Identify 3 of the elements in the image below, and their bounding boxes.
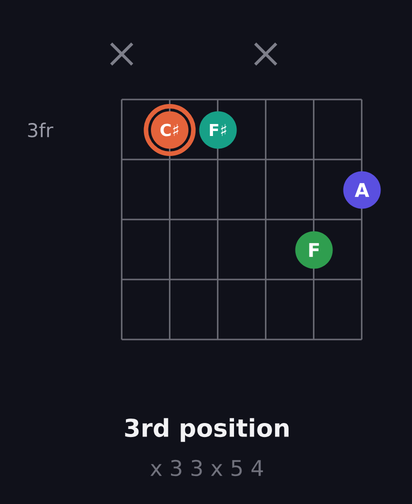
fret-label: 3fr bbox=[28, 122, 54, 138]
title: 3rd position bbox=[125, 418, 289, 442]
chord-fingering: x 3 3 x 5 4 bbox=[150, 460, 263, 476]
